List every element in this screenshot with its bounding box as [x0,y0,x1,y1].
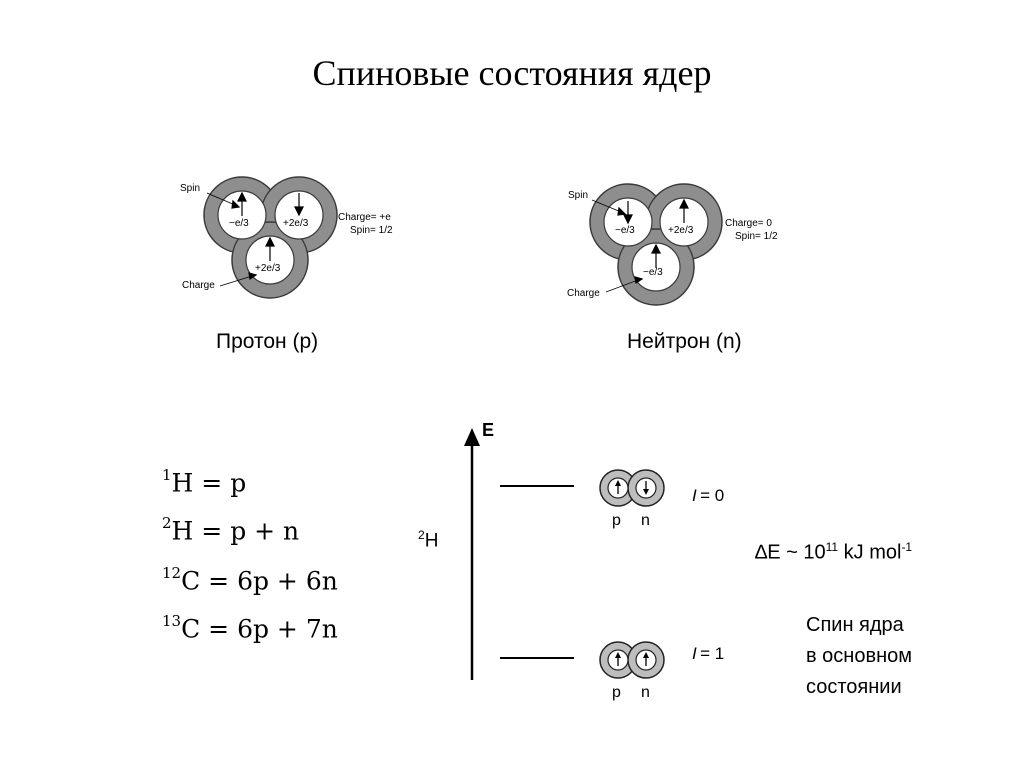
proton-quark-2-charge: +2e/3 [283,218,309,229]
neutron-quark-1-charge: −e/3 [615,225,635,236]
proton-spin-label: Spin [180,183,201,194]
lower-nucleon-pair [599,641,665,679]
energy-axis-label: E [482,420,495,440]
upper-nucleon-pair [599,469,665,507]
nucleus-label: 2H [418,528,439,552]
neutron-quark-3-charge: −e/3 [643,267,663,278]
equation-c13: 13C = 6p + 7n [162,612,338,644]
neutron-spin-label: Spin [568,190,589,201]
neutron-charge-label: Charge [567,288,600,299]
proton-charge-text: Charge= +e [338,212,391,223]
note-line-3: состоянии [806,676,902,698]
page-title: Спиновые состояния ядер [312,53,712,93]
ground-state-note: Спин ядра в основном состоянии [806,610,912,703]
neutron-quark-2-charge: +2e/3 [668,225,694,236]
equation-h2: 2H = p + n [162,514,300,546]
proton-charge-label: Charge [182,280,215,291]
neutron-charge-text: Charge= 0 [725,218,772,229]
upper-p-label: p [612,512,621,529]
neutron-spin-text: Spin= 1/2 [735,231,778,242]
energy-axis-arrow [464,428,480,446]
lower-n-label: n [641,684,650,701]
lower-p-label: p [612,684,621,701]
proton-quark-1-charge: −e/3 [229,218,249,229]
equation-c12: 12C = 6p + 6n [162,564,338,596]
neutron-caption: Нейтрон (n) [627,330,742,353]
proton-spin-text: Spin= 1/2 [350,225,393,236]
proton-quark-3-charge: +2e/3 [255,263,281,274]
note-line-1: Спин ядра [806,614,904,636]
delta-e-label: ∆E ~ 1011 kJ mol-1 [755,540,913,564]
note-line-2: в основном [806,645,913,667]
upper-n-label: n [641,512,650,529]
equation-h1: 1H = p [162,466,247,498]
lower-spin-label: I = 1 [692,644,725,663]
upper-spin-label: I = 0 [692,486,725,505]
proton-caption: Протон (p) [216,330,319,353]
